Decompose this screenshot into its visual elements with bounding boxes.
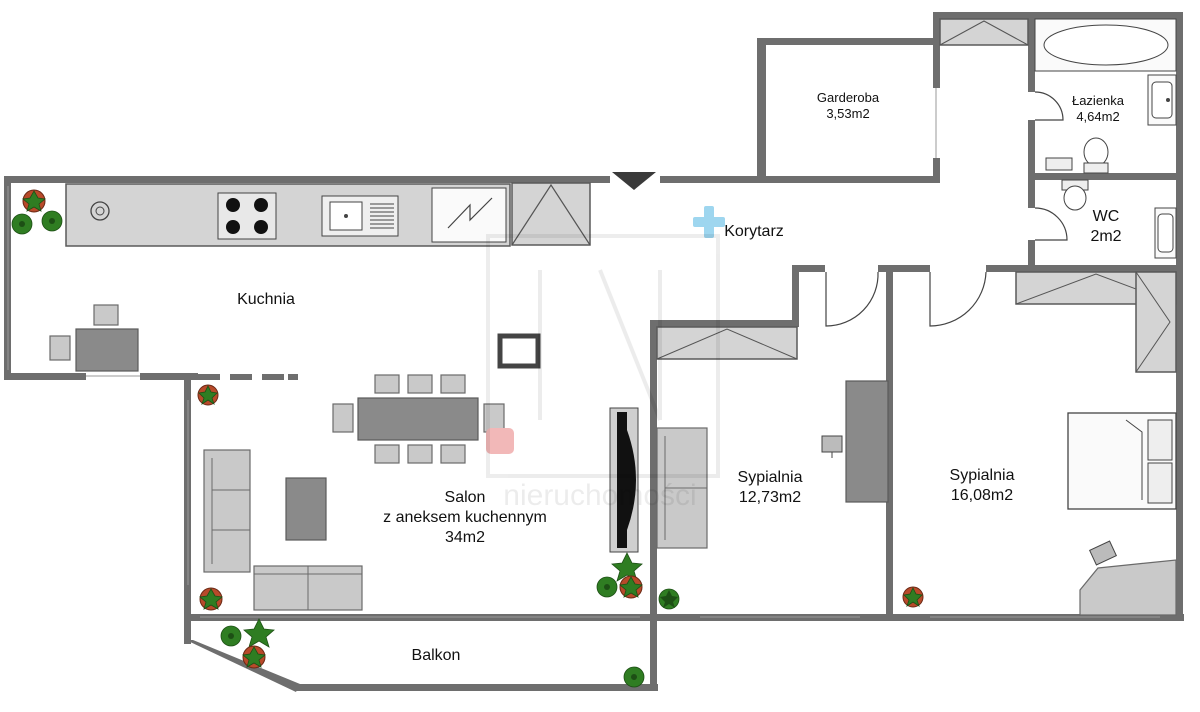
medical-cross-icon bbox=[693, 206, 725, 238]
room-name: WC bbox=[1092, 208, 1120, 225]
kitchen-table bbox=[49, 304, 139, 372]
bedroom1-wardrobe bbox=[656, 326, 798, 360]
dining-table bbox=[332, 374, 505, 464]
dashed-partition bbox=[198, 374, 298, 380]
room-label-garderoba: Garderoba 3,53m2 bbox=[800, 90, 896, 123]
kitchen-counter bbox=[65, 183, 511, 247]
sofa-left bbox=[203, 449, 251, 573]
entrance-marker bbox=[612, 172, 656, 190]
room-subtitle: z aneksem kuchennym bbox=[383, 509, 547, 526]
windows bbox=[7, 88, 1160, 618]
position-marker bbox=[486, 428, 514, 454]
bathtub bbox=[1034, 18, 1177, 72]
room-label-salon: Salon z aneksem kuchennym 34m2 bbox=[360, 488, 570, 548]
room-label-balkon: Balkon bbox=[396, 646, 476, 666]
room-name: Salon bbox=[444, 489, 486, 506]
room-label-sypialnia-1: Sypialnia 12,73m2 bbox=[722, 468, 818, 508]
wc-sink bbox=[1154, 207, 1177, 259]
bathroom-sink bbox=[1147, 74, 1177, 126]
room-area: 3,53m2 bbox=[826, 106, 870, 122]
room-label-sypialnia-2: Sypialnia 16,08m2 bbox=[934, 466, 1030, 506]
coffee-table bbox=[285, 477, 327, 541]
room-name: Łazienka bbox=[1071, 93, 1125, 108]
room-label-lazienka: Łazienka 4,64m2 bbox=[1062, 93, 1134, 126]
walls bbox=[4, 12, 1184, 692]
wc-toilet bbox=[1061, 179, 1089, 211]
room-label-wc: WC 2m2 bbox=[1080, 207, 1132, 247]
room-area: 2m2 bbox=[1090, 228, 1122, 245]
plants bbox=[11, 189, 924, 688]
watermark: nieruchomości bbox=[503, 479, 696, 512]
room-label-korytarz: Korytarz bbox=[714, 222, 794, 242]
bedroom1-sofa bbox=[656, 427, 708, 549]
room-area: 16,08m2 bbox=[950, 487, 1014, 504]
tv bbox=[609, 407, 639, 553]
sofa-bottom bbox=[253, 565, 363, 611]
room-name: Kuchnia bbox=[237, 291, 295, 308]
room-label-kuchnia: Kuchnia bbox=[226, 290, 306, 310]
corridor-wardrobe bbox=[939, 18, 1029, 46]
bedroom2-wardrobe bbox=[1015, 271, 1177, 373]
bedroom1-desk bbox=[821, 380, 889, 503]
room-area: 4,64m2 bbox=[1076, 109, 1120, 125]
room-area: 12,73m2 bbox=[738, 489, 802, 506]
bed bbox=[1067, 412, 1177, 510]
room-name: Korytarz bbox=[724, 223, 784, 240]
watermark-logo bbox=[486, 234, 720, 478]
doors bbox=[825, 91, 1068, 327]
entrance-wardrobe bbox=[511, 182, 591, 246]
room-name: Balkon bbox=[411, 647, 461, 664]
room-name: Sypialnia bbox=[949, 467, 1015, 484]
room-area: 34m2 bbox=[444, 529, 486, 546]
room-name: Garderoba bbox=[816, 90, 880, 105]
bathroom-toilet bbox=[1045, 137, 1109, 174]
room-name: Sypialnia bbox=[737, 469, 803, 486]
chimney bbox=[497, 333, 541, 369]
bedroom2-desk bbox=[1079, 540, 1177, 616]
